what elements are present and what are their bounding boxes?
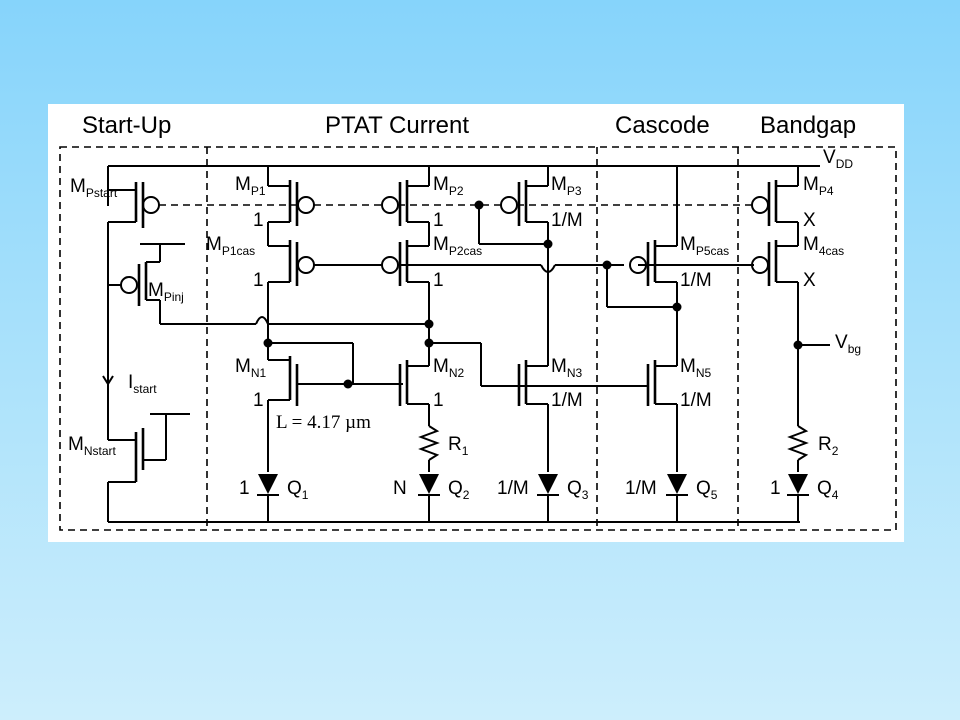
mpstart-transistor [107,166,160,228]
mn5-transistor [640,360,678,472]
q5-diode [666,474,688,522]
q4-diode [787,474,809,522]
mpstart-label: MPstart [70,176,118,200]
vbg-label: Vbg [835,332,861,356]
q3-ratio: 1/M [497,478,529,499]
mp1cas-label: MP1cas [206,234,255,258]
mp5cas-transistor [629,166,678,286]
mn5-ratio: 1/M [680,390,712,411]
m4cas-label: M4cas [803,234,844,258]
q4-ratio: 1 [770,478,781,499]
mp5cas-ratio: 1/M [680,270,712,291]
m4cas-ratio: X [803,270,816,291]
mp4-label: MP4 [803,174,834,198]
mp2-transistor [381,166,430,226]
mnstart-transistor [107,413,190,522]
mp3-bias-net [474,200,553,249]
mn2-label: MN2 [433,356,464,380]
mn1-ratio: 1 [253,390,264,411]
mp2cas-transistor [381,222,430,286]
q1-label: Q1 [287,478,309,502]
mp2-ratio: 1 [433,210,444,231]
section-header-bandgap: Bandgap [760,112,856,139]
startup-inject-node [424,319,434,329]
section-header-ptat: PTAT Current [325,112,469,139]
q2-label: Q2 [448,478,470,502]
mp4-ratio: X [803,210,816,231]
mn1-label: MN1 [235,356,266,380]
q5-ratio: 1/M [625,478,657,499]
q2-ratio: N [393,478,407,499]
mn2-gate-net [424,338,640,387]
mp3-transistor [500,166,549,226]
q2-diode [418,474,440,522]
r2-label: R2 [818,434,839,458]
vbg-node [793,340,830,350]
mpinj-transistor [108,243,429,325]
mp5cas-label: MP5cas [680,234,729,258]
mn1-diode-connection [263,338,354,389]
mp2cas-ratio: 1 [433,270,444,291]
m4cas-transistor [751,222,799,286]
r1-label: R1 [448,434,469,458]
q3-label: Q3 [567,478,589,502]
mp2cas-label: MP2cas [433,234,482,258]
mp2-label: MP2 [433,174,464,198]
q1-ratio: 1 [239,478,250,499]
r2-resistor [787,425,809,472]
mn3-transistor [517,360,549,472]
istart-label: Istart [128,372,157,396]
mn1-transistor [267,356,403,472]
mn2-ratio: 1 [433,390,444,411]
q4-label: Q4 [817,478,839,502]
mp1cas-ratio: 1 [253,270,264,291]
mn3-ratio: 1/M [551,390,583,411]
mp1-ratio: 1 [253,210,264,231]
mp1-transistor [267,166,315,226]
cascode-gate-bias-line [314,260,754,273]
mn2-transistor [398,360,430,426]
vdd-label: VDD [823,147,853,171]
q1-diode [257,474,279,522]
mp4-transistor [751,166,799,226]
mp5cas-diode-connection [606,265,682,312]
length-annotation: L = 4.17 µm [276,412,371,433]
section-header-cascode: Cascode [615,112,710,139]
mn5-label: MN5 [680,356,711,380]
mnstart-label: MNstart [68,434,116,458]
mp1cas-transistor [267,222,315,286]
r1-resistor [418,425,440,472]
q3-diode [537,474,559,522]
q5-label: Q5 [696,478,718,502]
mp3-label: MP3 [551,174,582,198]
mpinj-label: MPinj [148,280,184,304]
istart-arrow [102,375,114,386]
section-header-startup: Start-Up [82,112,171,139]
mn3-label: MN3 [551,356,582,380]
mp3-ratio: 1/M [551,210,583,231]
section-frame [59,146,897,531]
mp1-label: MP1 [235,174,266,198]
